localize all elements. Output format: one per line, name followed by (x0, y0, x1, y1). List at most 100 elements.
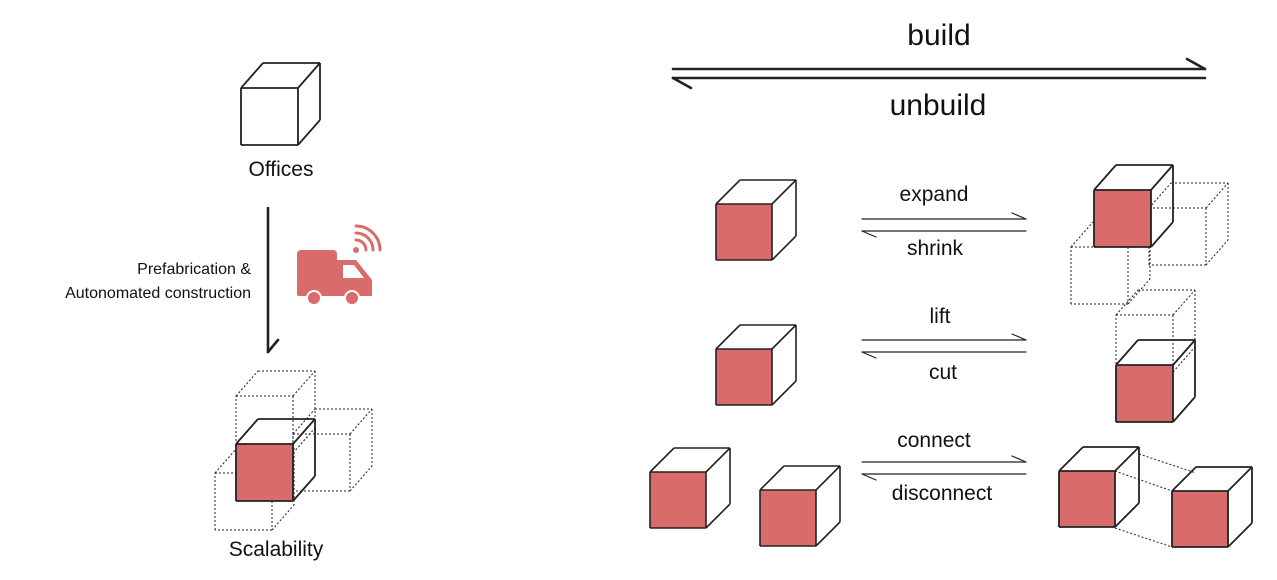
offices-label: Offices (248, 158, 314, 181)
backward-arrow-barb (861, 351, 877, 359)
connector-edge (1114, 470, 1173, 492)
cube-edge (1172, 289, 1196, 316)
cube-edge (1150, 164, 1174, 191)
cube-edge (349, 465, 373, 492)
truck-wheel (346, 292, 358, 304)
cube-front-fill (1059, 471, 1115, 527)
cube-edge (649, 447, 675, 473)
cube-edge (771, 235, 797, 261)
forward-arrow-barb (1011, 455, 1027, 463)
cube-edge (1058, 446, 1084, 472)
cube-edge (1148, 182, 1172, 209)
cube-edge (1172, 396, 1196, 423)
forward-arrow-barb (1011, 333, 1027, 341)
cube-edge (815, 521, 841, 547)
lift-start-cube (715, 324, 797, 406)
cube-front-fill (1116, 365, 1173, 422)
cube-front-fill (1172, 491, 1228, 547)
cube-edge (1205, 239, 1229, 266)
expand-start-cube (715, 179, 797, 261)
cube-edge (1150, 221, 1174, 248)
scalability-label: Scalability (228, 538, 324, 561)
wifi-arc (354, 224, 382, 252)
connector-edge (1138, 453, 1197, 474)
cube-edge (771, 380, 797, 406)
lift-label: lift (929, 305, 951, 328)
expand-result-cluster (1070, 164, 1229, 305)
connector-edge (1114, 527, 1173, 548)
cube-front-fill (760, 490, 816, 546)
cube-edge (349, 408, 373, 435)
cube-edge (292, 427, 316, 454)
forward-arrow-barb (1185, 57, 1207, 71)
cube-edge (240, 62, 264, 89)
cube-edge (1227, 466, 1253, 492)
cube-edge (292, 408, 316, 435)
cube-edge (214, 447, 238, 474)
cube-front-fill (716, 349, 772, 405)
backward-arrow-barb (861, 473, 877, 481)
connect-start-cubes (649, 447, 841, 547)
cube-front-fill (1094, 190, 1151, 247)
cube-edge (235, 370, 259, 397)
cube-edge (1093, 164, 1117, 191)
cube-edge (715, 324, 741, 350)
delivery-truck-wifi-icon (297, 224, 382, 306)
wifi-arc (354, 231, 375, 252)
expand-shrink-arrows (861, 212, 1027, 238)
cube-edge (1070, 221, 1094, 248)
prefabrication-label: Prefabrication & Autonomated constructio… (65, 258, 251, 306)
truck-window (343, 265, 364, 278)
cube-edge (1127, 278, 1151, 305)
cube-edge (815, 465, 841, 491)
cube-front-fill (716, 204, 772, 260)
truck-wheel (308, 292, 320, 304)
prefabrication-label-line1: Prefabrication & (137, 261, 251, 278)
process-arrow (266, 206, 280, 354)
process-arrow-barb (266, 338, 280, 354)
cube-edge (771, 324, 797, 350)
prefabrication-label-line2: Autonomated construction (65, 285, 251, 302)
wifi-arc (354, 238, 368, 252)
cube-front-fill (650, 472, 706, 528)
build-unbuild-arrows (671, 57, 1207, 90)
lift-result-stack (1115, 289, 1196, 423)
backward-arrow-barb (861, 230, 877, 238)
connect-disconnect-arrows (861, 455, 1027, 481)
scalability-cube-cluster (214, 370, 373, 531)
disconnect-label: disconnect (891, 482, 993, 505)
cube-edge (1227, 522, 1253, 548)
cube-edge (1205, 182, 1229, 209)
cube-edge (271, 504, 295, 531)
cube-edge (297, 119, 321, 146)
lift-cut-arrows (861, 333, 1027, 359)
cube-edge (1115, 339, 1139, 366)
offices-cube-icon (240, 62, 321, 146)
backward-arrow-barb (671, 76, 693, 90)
cube-edge (292, 475, 316, 502)
cube-edge (1114, 502, 1140, 528)
cube-edge (1115, 289, 1139, 316)
cube-edge (1171, 466, 1197, 492)
cube-front-fill (236, 444, 293, 501)
cube-edge (759, 465, 785, 491)
cube-edge (715, 179, 741, 205)
shrink-label: shrink (906, 237, 964, 260)
build-label: build (907, 19, 971, 52)
cube-edge (292, 418, 316, 445)
cube-edge (235, 418, 259, 445)
cube-edge (771, 179, 797, 205)
wifi-dot (353, 247, 359, 253)
cube-edge (705, 447, 731, 473)
cube-edge (297, 62, 321, 89)
connect-label: connect (897, 429, 971, 452)
forward-arrow-barb (1011, 212, 1027, 220)
truck-cargo (297, 250, 337, 290)
cube-edge (1172, 346, 1196, 373)
cut-label: cut (928, 361, 958, 384)
cube-edge (705, 503, 731, 529)
cube-edge (1172, 339, 1196, 366)
cube-edge (292, 370, 316, 397)
